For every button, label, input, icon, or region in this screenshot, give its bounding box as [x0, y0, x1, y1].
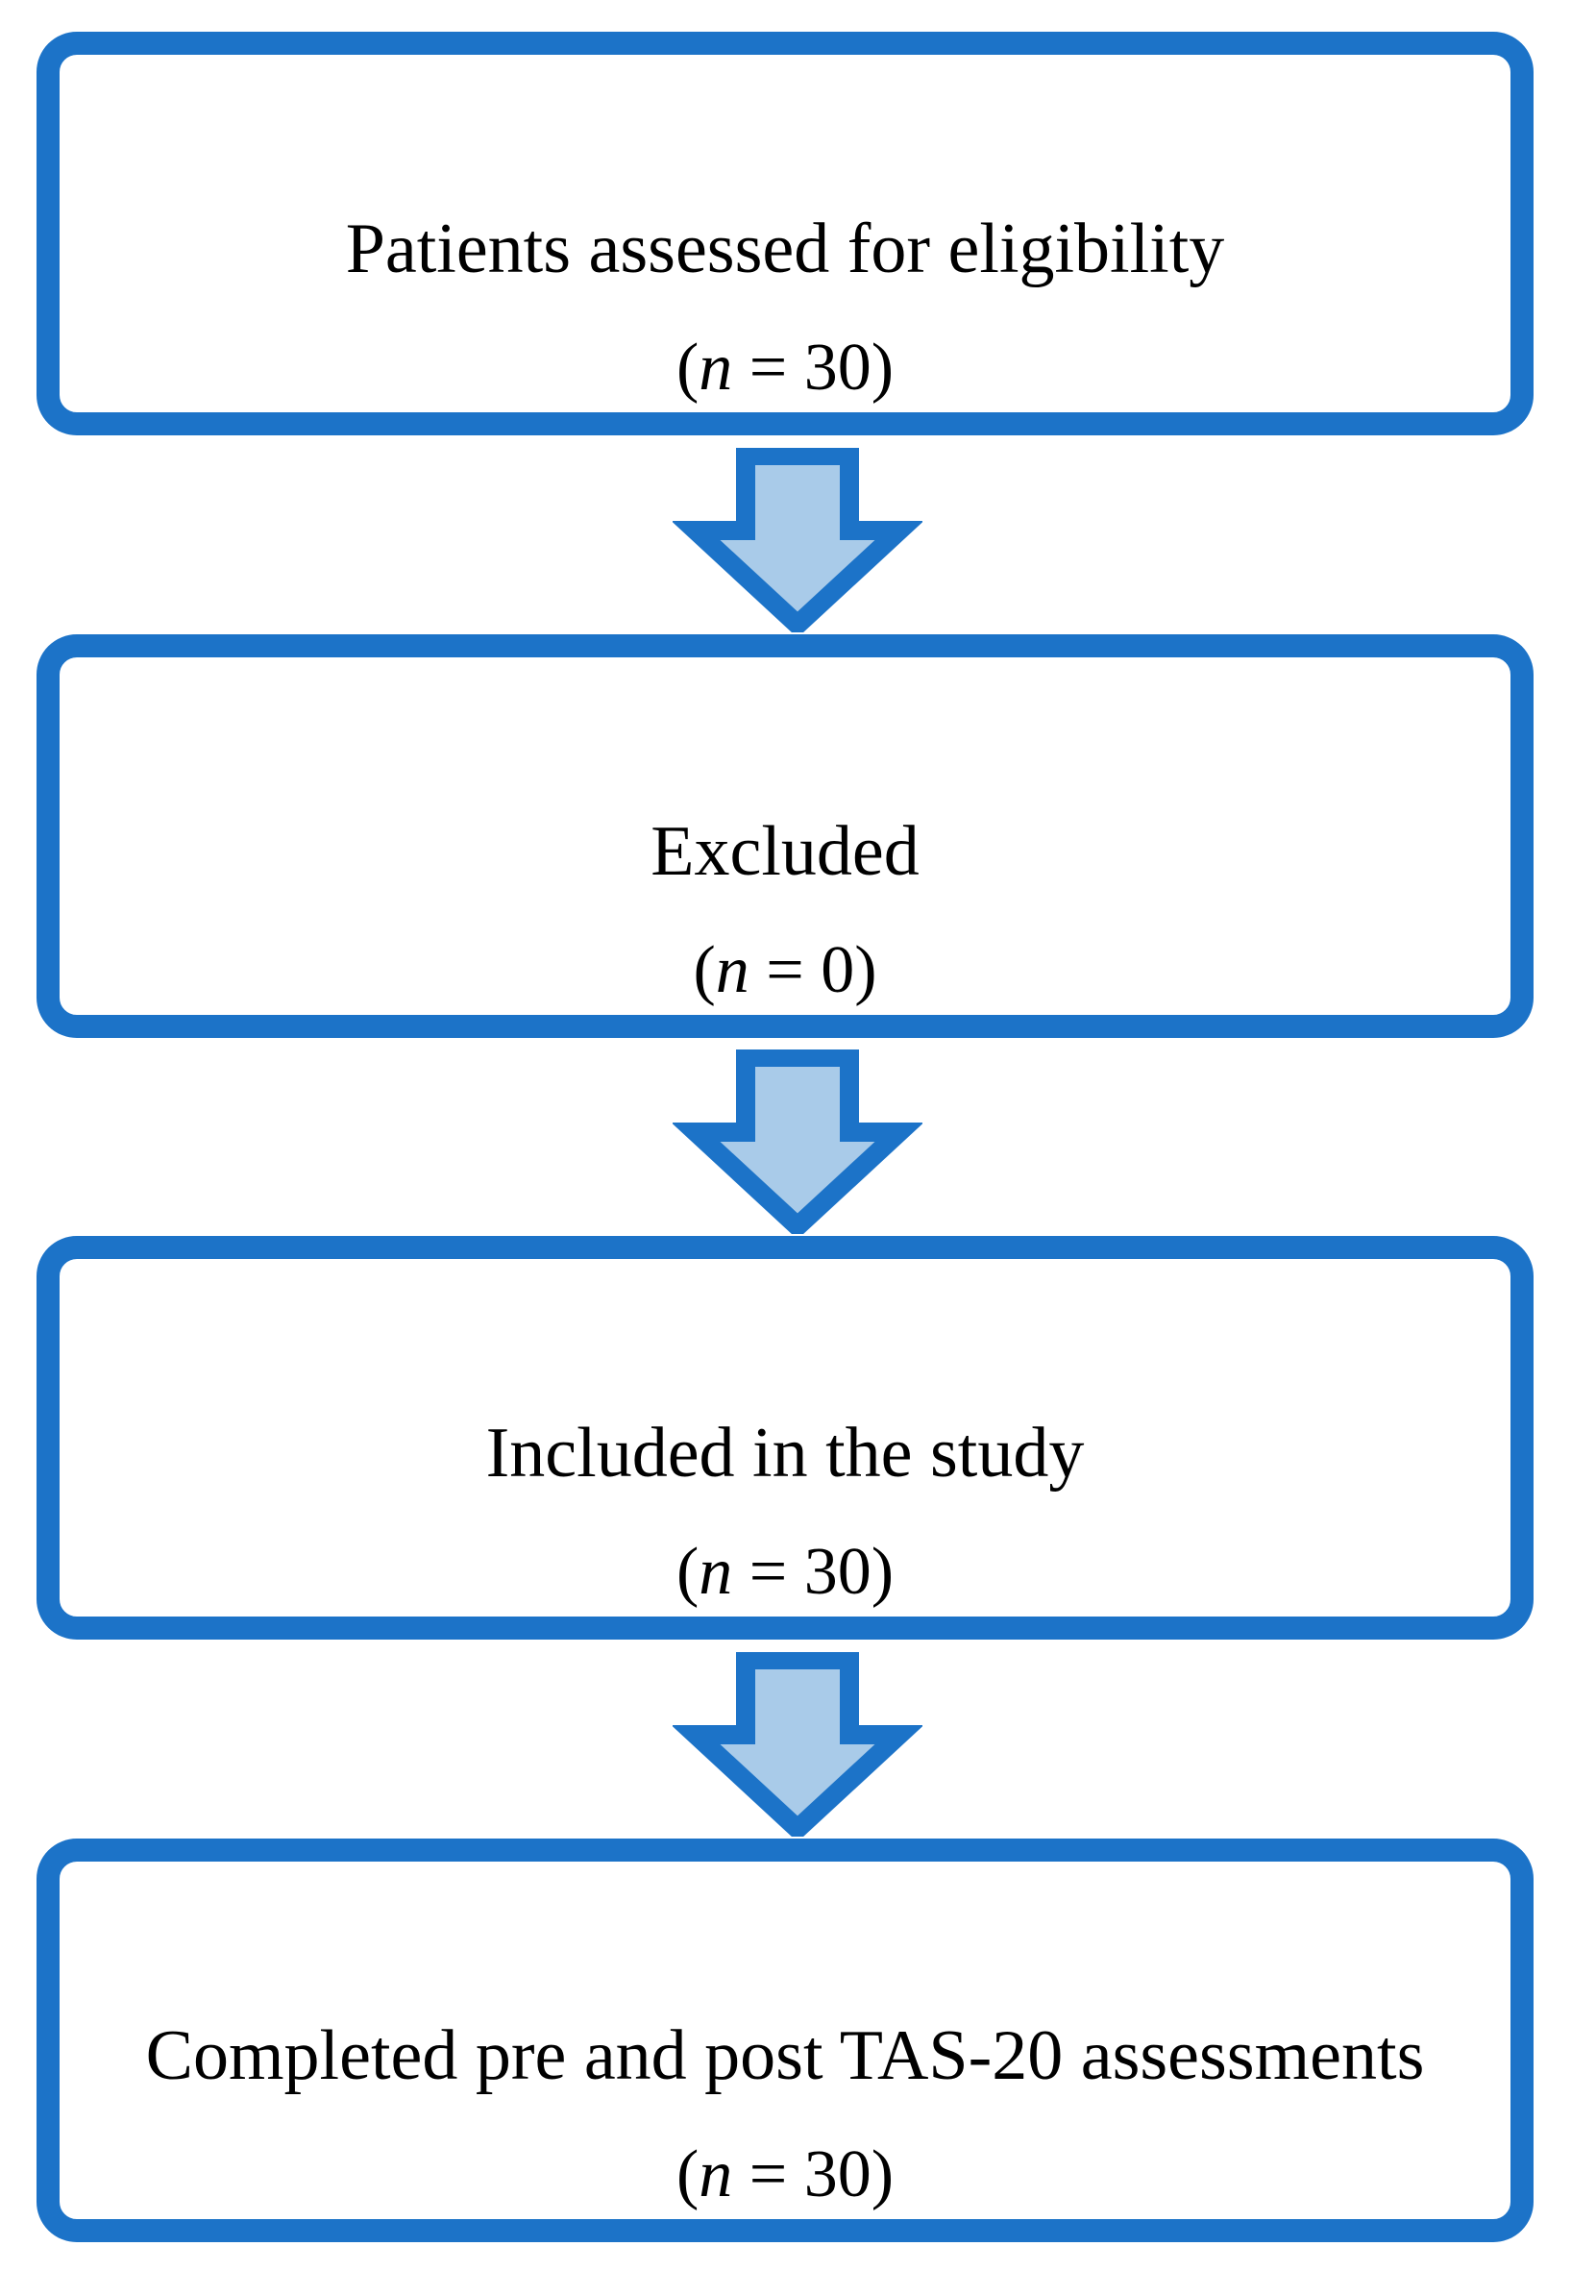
count-equals: = [732, 331, 804, 405]
count-suffix: ) [871, 331, 895, 405]
count-value: 0 [821, 933, 855, 1007]
count-suffix: ) [871, 1535, 895, 1609]
count-prefix: ( [675, 2137, 700, 2211]
flow-box-included: Included in the study (n = 30) [37, 1236, 1534, 1640]
count-suffix: ) [854, 933, 877, 1007]
down-arrow-icon [673, 448, 922, 632]
count-equals: = [732, 1535, 804, 1609]
box-title: Patients assessed for eligibility [345, 210, 1225, 288]
box-title: Excluded [651, 812, 920, 891]
down-arrow-icon [673, 1049, 922, 1234]
box-count: (n = 30) [60, 2136, 1510, 2213]
count-equals: = [749, 933, 822, 1007]
count-variable: n [699, 331, 733, 405]
count-value: 30 [803, 2137, 872, 2211]
count-variable: n [715, 933, 749, 1007]
flow-box-excluded: Excluded (n = 0) [37, 634, 1534, 1038]
count-variable: n [699, 1535, 733, 1609]
box-count: (n = 0) [60, 932, 1510, 1009]
box-count: (n = 30) [60, 1534, 1510, 1611]
count-value: 30 [803, 331, 872, 405]
flow-box-completed: Completed pre and post TAS-20 assessment… [37, 1839, 1534, 2242]
box-title: Included in the study [485, 1414, 1085, 1493]
count-prefix: ( [693, 933, 716, 1007]
box-title: Completed pre and post TAS-20 assessment… [145, 2016, 1425, 2095]
flow-box-assessed: Patients assessed for eligibility (n = 3… [37, 32, 1534, 435]
count-prefix: ( [675, 1535, 700, 1609]
count-prefix: ( [675, 331, 700, 405]
count-suffix: ) [871, 2137, 895, 2211]
box-count: (n = 30) [60, 330, 1510, 407]
count-equals: = [732, 2137, 804, 2211]
count-value: 30 [803, 1535, 872, 1609]
down-arrow-icon [673, 1652, 922, 1837]
count-variable: n [699, 2137, 733, 2211]
